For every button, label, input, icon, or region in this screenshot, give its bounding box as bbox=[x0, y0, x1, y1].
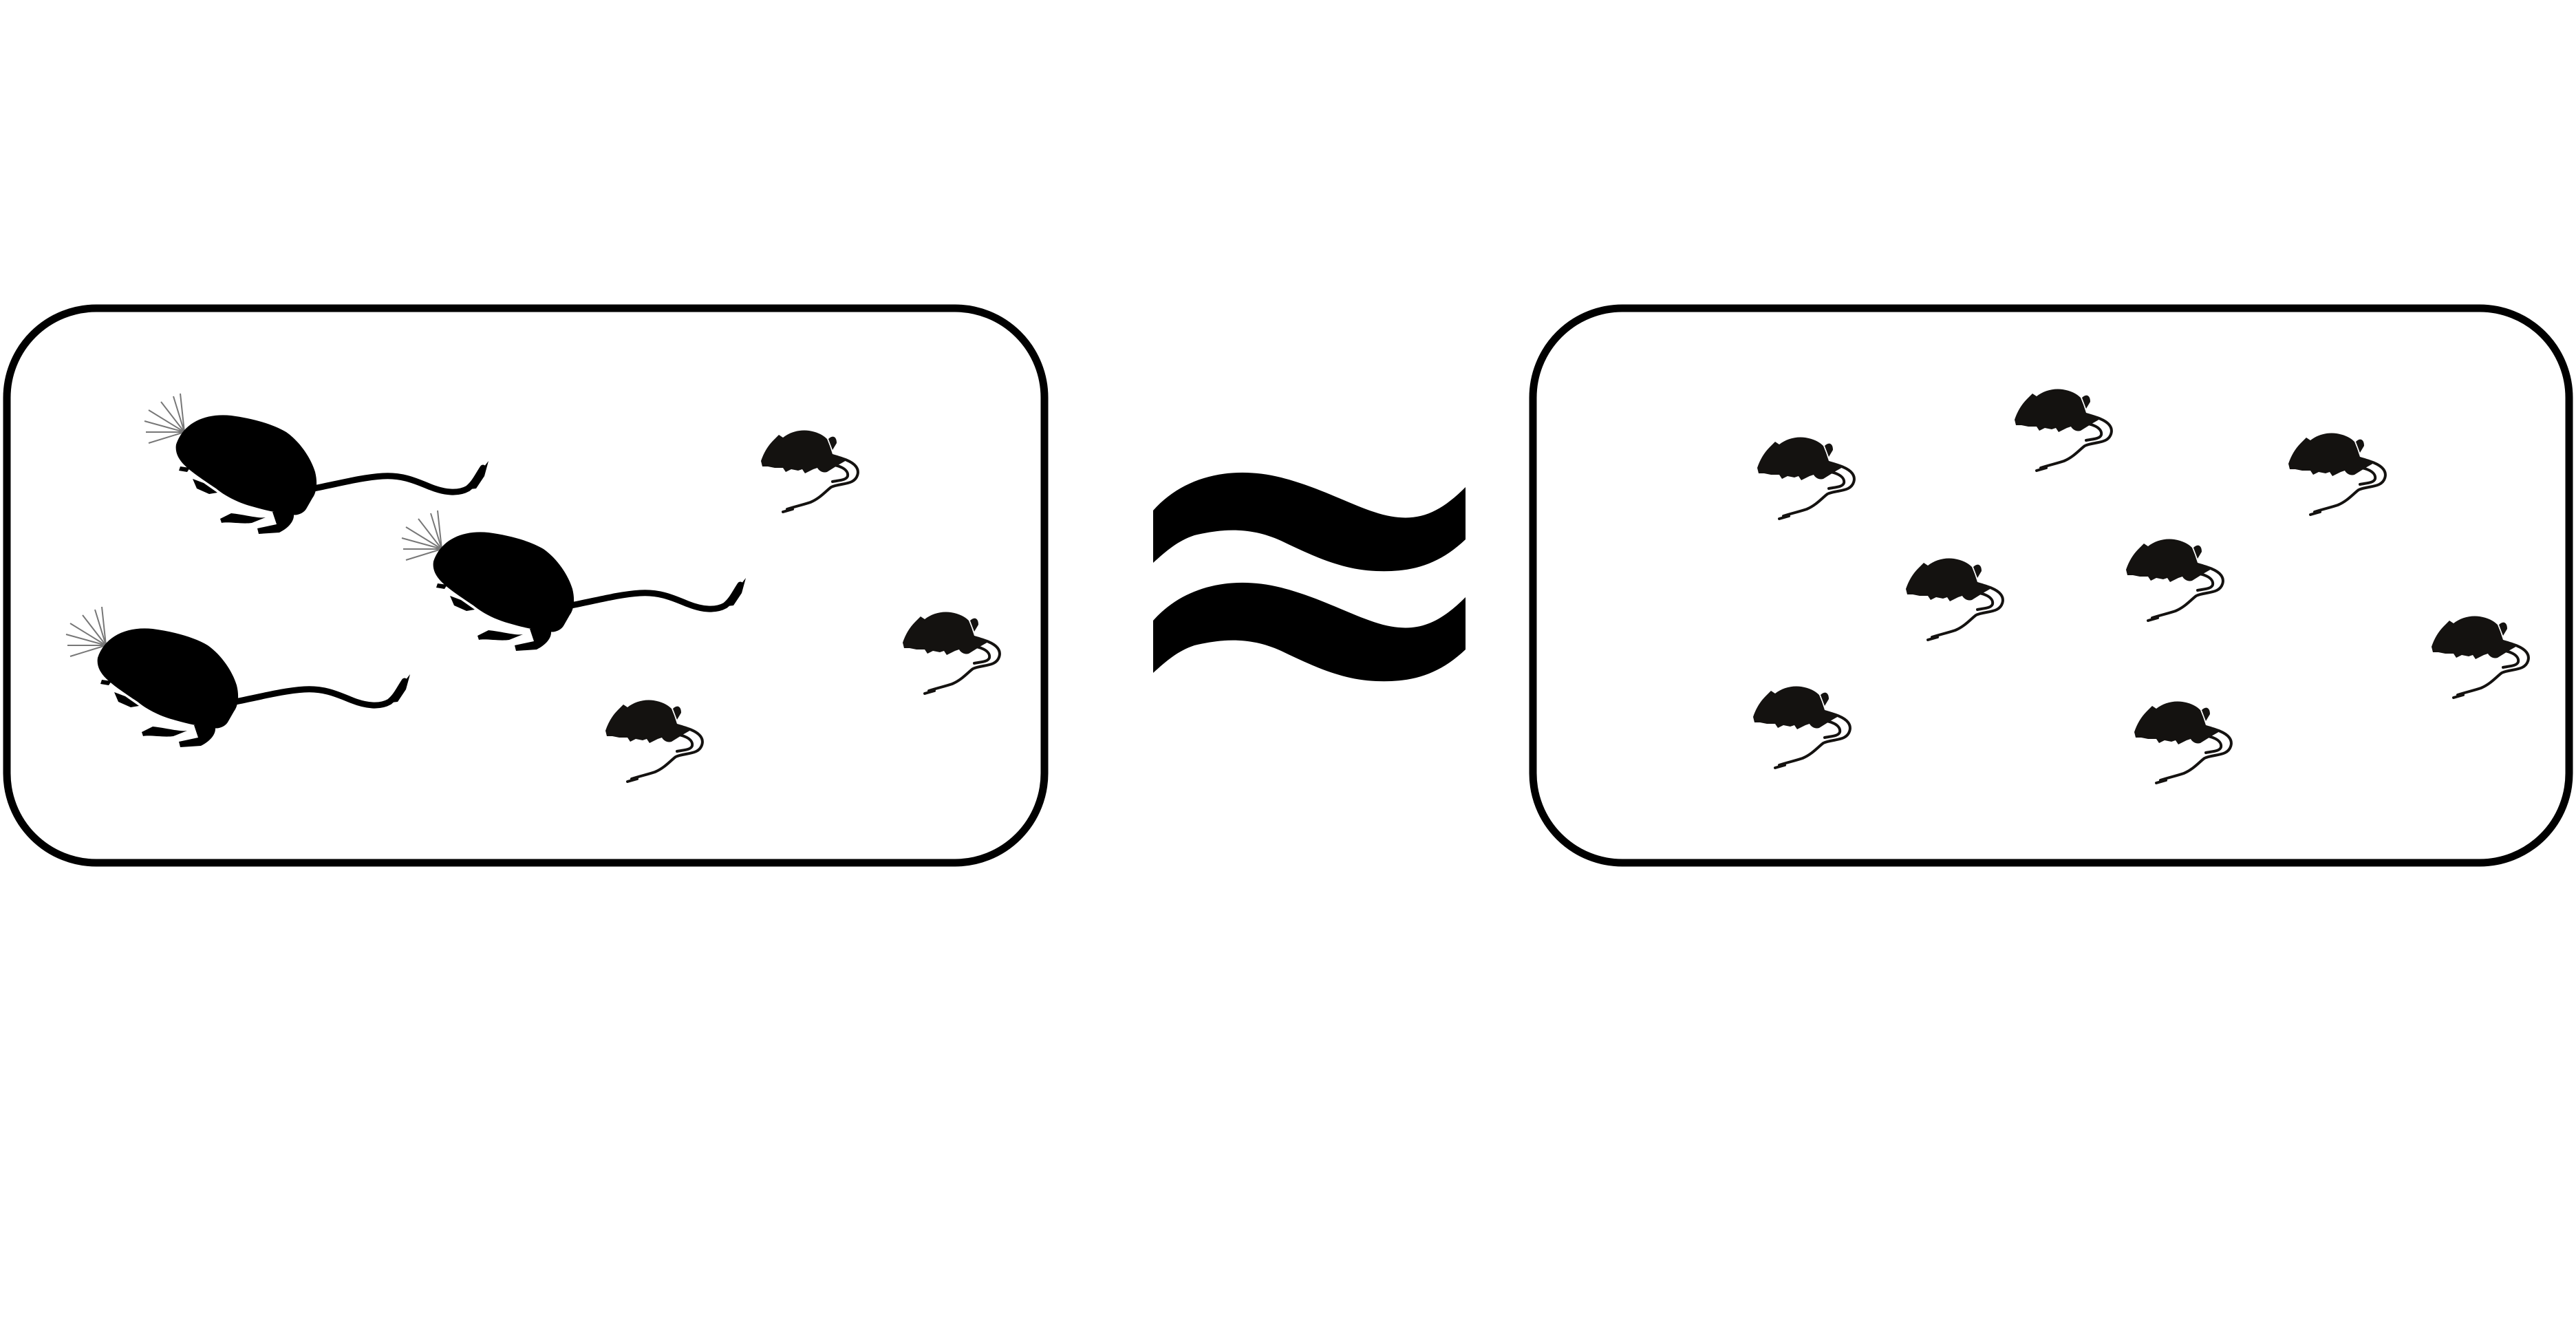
small-mouse-icon bbox=[2125, 537, 2224, 622]
small-mouse-icon bbox=[2013, 387, 2113, 472]
right-panel-animals bbox=[1752, 387, 2530, 784]
large-rodent-icon bbox=[402, 511, 746, 651]
small-mouse-icon bbox=[1756, 436, 1856, 520]
small-mouse-icon bbox=[2133, 700, 2233, 784]
large-rodent-icon bbox=[66, 607, 410, 747]
left-panel-animals bbox=[66, 394, 1001, 783]
small-mouse-icon bbox=[1904, 557, 2004, 641]
small-mouse-icon bbox=[2430, 614, 2530, 699]
small-mouse-icon bbox=[760, 429, 859, 513]
right-panel-frame bbox=[1529, 304, 2573, 867]
small-mouse-icon bbox=[604, 698, 704, 783]
small-mouse-icon bbox=[901, 610, 1001, 695]
large-rodent-icon bbox=[144, 394, 489, 534]
small-mouse-icon bbox=[2287, 431, 2387, 516]
approximately-equal-symbol bbox=[1153, 472, 1466, 682]
left-panel-frame bbox=[3, 304, 1049, 867]
small-mouse-icon bbox=[1752, 685, 1852, 769]
